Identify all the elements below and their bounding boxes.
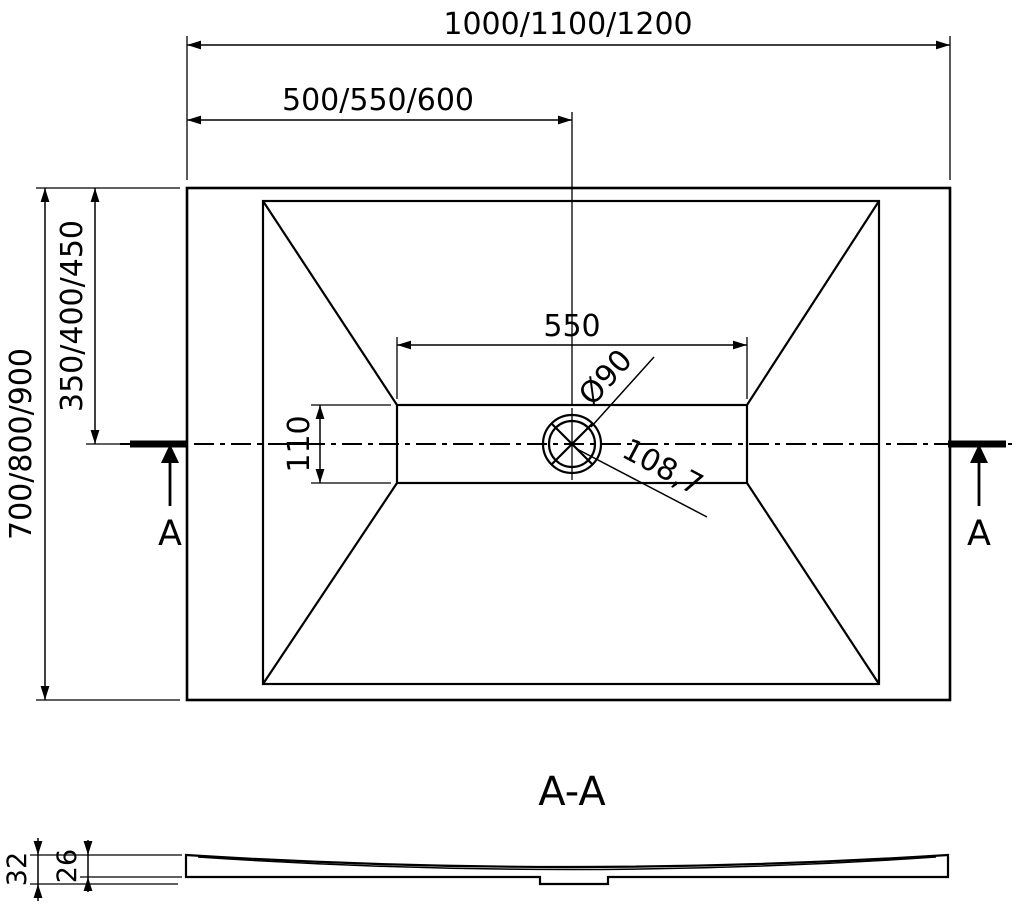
section-markers: A A — [158, 444, 991, 554]
dim-half-height: 350/400/450 — [55, 188, 132, 445]
section-profile — [184, 853, 950, 886]
dim-recess-width-label: 550 — [543, 309, 600, 344]
slope-edge-bottom-right — [746, 482, 880, 685]
tray-flat-recess — [395, 403, 749, 485]
section-view: A-A 32 26 — [2, 769, 950, 901]
dim-half-height-label: 350/400/450 — [55, 220, 90, 412]
dim-drain-diagonal-label: 108,7 — [616, 432, 708, 503]
section-marker-left-label: A — [158, 514, 182, 554]
dim-recess-width: 550 — [396, 309, 748, 399]
dim-overall-width-label: 1000/1100/1200 — [443, 7, 692, 42]
dim-overall-width: 1000/1100/1200 — [186, 7, 951, 180]
drain — [541, 408, 603, 480]
dim-drain-diameter: Ø90 — [572, 343, 655, 428]
leader-line — [590, 356, 655, 428]
slope-edge-top-right — [746, 200, 880, 406]
tray-outline — [185, 186, 952, 702]
dim-recess-height-label: 110 — [282, 415, 317, 472]
dim-overall-height-label: 700/800/900 — [4, 348, 39, 540]
top-view: 1000/1100/1200 500/550/600 700/800/900 3… — [4, 7, 1012, 702]
section-arrowhead-right-icon — [970, 444, 988, 463]
dim-section-total-height: 32 — [2, 838, 182, 901]
drain-cross-line-2 — [550, 422, 594, 466]
tray-outer-edge — [185, 186, 952, 702]
dim-total-height-label: 32 — [2, 852, 33, 886]
tray-inner-rim — [261, 199, 881, 686]
dim-overall-height: 700/800/900 — [4, 187, 180, 701]
dim-recess-height: 110 — [282, 404, 391, 484]
section-arrowhead-left-icon — [161, 444, 179, 463]
slope-edge-bottom-left — [262, 482, 398, 685]
dim-base-height-label: 26 — [52, 849, 83, 883]
dim-section-base-height: 26 — [52, 840, 182, 892]
dim-half-width: 500/550/600 — [187, 83, 573, 404]
tray-section-inner-surface — [197, 856, 937, 871]
slope-edge-top-left — [262, 200, 398, 406]
section-view-title: A-A — [538, 769, 606, 815]
leader-line — [576, 448, 708, 518]
dim-drain-diameter-label: Ø90 — [572, 343, 639, 412]
section-marker-right-label: A — [967, 514, 991, 554]
dim-half-width-label: 500/550/600 — [282, 83, 474, 118]
